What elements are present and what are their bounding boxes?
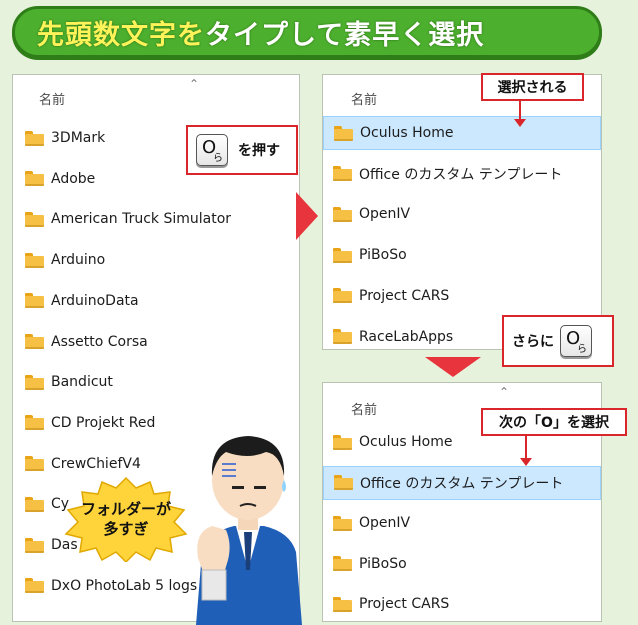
folder-name: Das	[51, 537, 78, 553]
folder-name: Project CARS	[359, 596, 450, 612]
pointer-arrow-icon	[514, 119, 526, 127]
folder-name: Office のカスタム テンプレート	[360, 475, 564, 492]
file-list-item[interactable]: RaceLabApps	[323, 320, 601, 350]
file-list-item[interactable]: PiBoSo	[323, 547, 601, 581]
folder-name: PiBoSo	[359, 555, 407, 572]
folder-icon	[333, 247, 352, 263]
folder-icon	[25, 334, 44, 349]
folder-icon	[25, 456, 44, 472]
o-key-icon: O ら	[196, 134, 228, 166]
folder-name: OpenIV	[359, 515, 411, 531]
folder-icon	[334, 475, 353, 490]
folder-icon	[333, 206, 352, 222]
file-list-item[interactable]: Adobe	[13, 162, 299, 196]
folder-name: 3DMark	[51, 130, 106, 146]
bubble-line-2: 多すぎ	[103, 520, 149, 538]
folder-icon	[25, 374, 44, 390]
folder-icon	[25, 293, 44, 309]
folder-name: ArduinoData	[51, 292, 139, 309]
confused-person-illustration	[196, 436, 302, 625]
folder-icon	[25, 130, 44, 146]
speech-bubble: フォルダーが 多すぎ	[62, 476, 190, 562]
folder-icon	[25, 211, 44, 227]
folder-name: CD Projekt Red	[51, 414, 156, 431]
folder-icon	[25, 578, 44, 594]
folder-icon	[333, 329, 352, 344]
folder-icon	[333, 556, 352, 571]
again-text: さらに	[512, 334, 554, 350]
file-list-item[interactable]: ArduinoData	[13, 284, 299, 318]
folder-name: Oculus Home	[360, 125, 454, 141]
folder-icon	[333, 166, 352, 182]
folder-icon	[25, 252, 44, 268]
folder-name: Arduino	[51, 252, 106, 269]
file-list-item[interactable]: CrewChiefV4	[13, 447, 299, 481]
pointer-stem	[519, 101, 521, 121]
folder-name: American Truck Simulator	[51, 211, 232, 228]
folder-name: RaceLabApps	[359, 328, 454, 345]
again-callout: さらに O ら	[502, 315, 614, 367]
folder-name: DxO PhotoLab 5 logs	[51, 577, 198, 594]
pointer-arrow-icon	[520, 458, 532, 466]
file-list-item[interactable]: Assetto Corsa	[13, 325, 299, 359]
arrow-down-icon	[425, 357, 481, 377]
folder-name: Office のカスタム テンプレート	[359, 166, 563, 183]
file-list-item[interactable]: Project CARS	[323, 587, 601, 621]
press-key-text: を押す	[238, 143, 280, 159]
caret-up-icon: ⌃	[189, 77, 200, 91]
file-list-item[interactable]: OpenIV	[323, 506, 601, 540]
starburst-bubble-shape	[64, 476, 188, 562]
file-list-item[interactable]: OpenIV	[323, 197, 601, 231]
file-list-item[interactable]: Office のカスタム テンプレート	[323, 157, 601, 191]
folder-icon	[25, 496, 44, 512]
caret-up-icon: ⌃	[499, 385, 510, 399]
column-header-name[interactable]: 名前	[39, 93, 66, 108]
folder-name: CrewChiefV4	[51, 455, 141, 472]
file-list-item[interactable]: Oculus Home	[323, 425, 601, 459]
folder-icon	[25, 415, 44, 431]
file-list-item[interactable]: Oculus Home	[323, 116, 601, 150]
folder-icon	[334, 125, 353, 141]
folder-icon	[333, 288, 352, 304]
folder-name: Cy	[51, 496, 70, 513]
column-header-name[interactable]: 名前	[351, 403, 378, 418]
folder-name: Project CARS	[359, 287, 450, 304]
bubble-line-1: フォルダーが	[80, 500, 171, 518]
file-list-item[interactable]: Bandicut	[13, 365, 299, 399]
pointer-stem	[525, 436, 527, 460]
file-list-item[interactable]: 3DMark	[13, 121, 299, 155]
file-list-item[interactable]: Project CARS	[323, 279, 601, 313]
o-key-icon: O ら	[560, 325, 592, 357]
folder-name: Adobe	[51, 170, 96, 187]
file-list-item[interactable]: PiBoSo	[323, 238, 601, 272]
file-list-item[interactable]: DxO PhotoLab 5 logs	[13, 569, 299, 603]
folder-icon	[25, 171, 44, 187]
folder-name: Oculus Home	[359, 434, 453, 450]
file-list-item[interactable]: Arduino	[13, 243, 299, 277]
title-banner: 先頭数文字をタイプして素早く選択	[12, 6, 602, 58]
folder-name: OpenIV	[359, 206, 411, 223]
folder-icon	[333, 434, 352, 450]
folder-icon	[333, 596, 352, 612]
folder-name: Assetto Corsa	[51, 333, 148, 350]
folder-name: Bandicut	[51, 374, 113, 391]
press-key-callout: O ら を押す	[186, 125, 298, 175]
file-list-item[interactable]: Office のカスタム テンプレート	[323, 465, 601, 500]
folder-name: PiBoSo	[359, 247, 407, 264]
folder-icon	[333, 515, 352, 531]
selected-callout: 選択される	[481, 73, 584, 101]
folder-icon	[25, 537, 44, 553]
arrow-right-icon	[296, 192, 318, 240]
file-list-item[interactable]: Das	[13, 528, 299, 562]
file-list-item[interactable]: CD Projekt Red	[13, 406, 299, 440]
banner-title: 先頭数文字をタイプして素早く選択	[37, 19, 485, 51]
file-list-item[interactable]: Cy	[13, 487, 299, 521]
column-header-name[interactable]: 名前	[351, 93, 378, 108]
file-list-item[interactable]: American Truck Simulator	[13, 202, 299, 236]
next-select-callout: 次の「O」を選択	[481, 408, 627, 436]
